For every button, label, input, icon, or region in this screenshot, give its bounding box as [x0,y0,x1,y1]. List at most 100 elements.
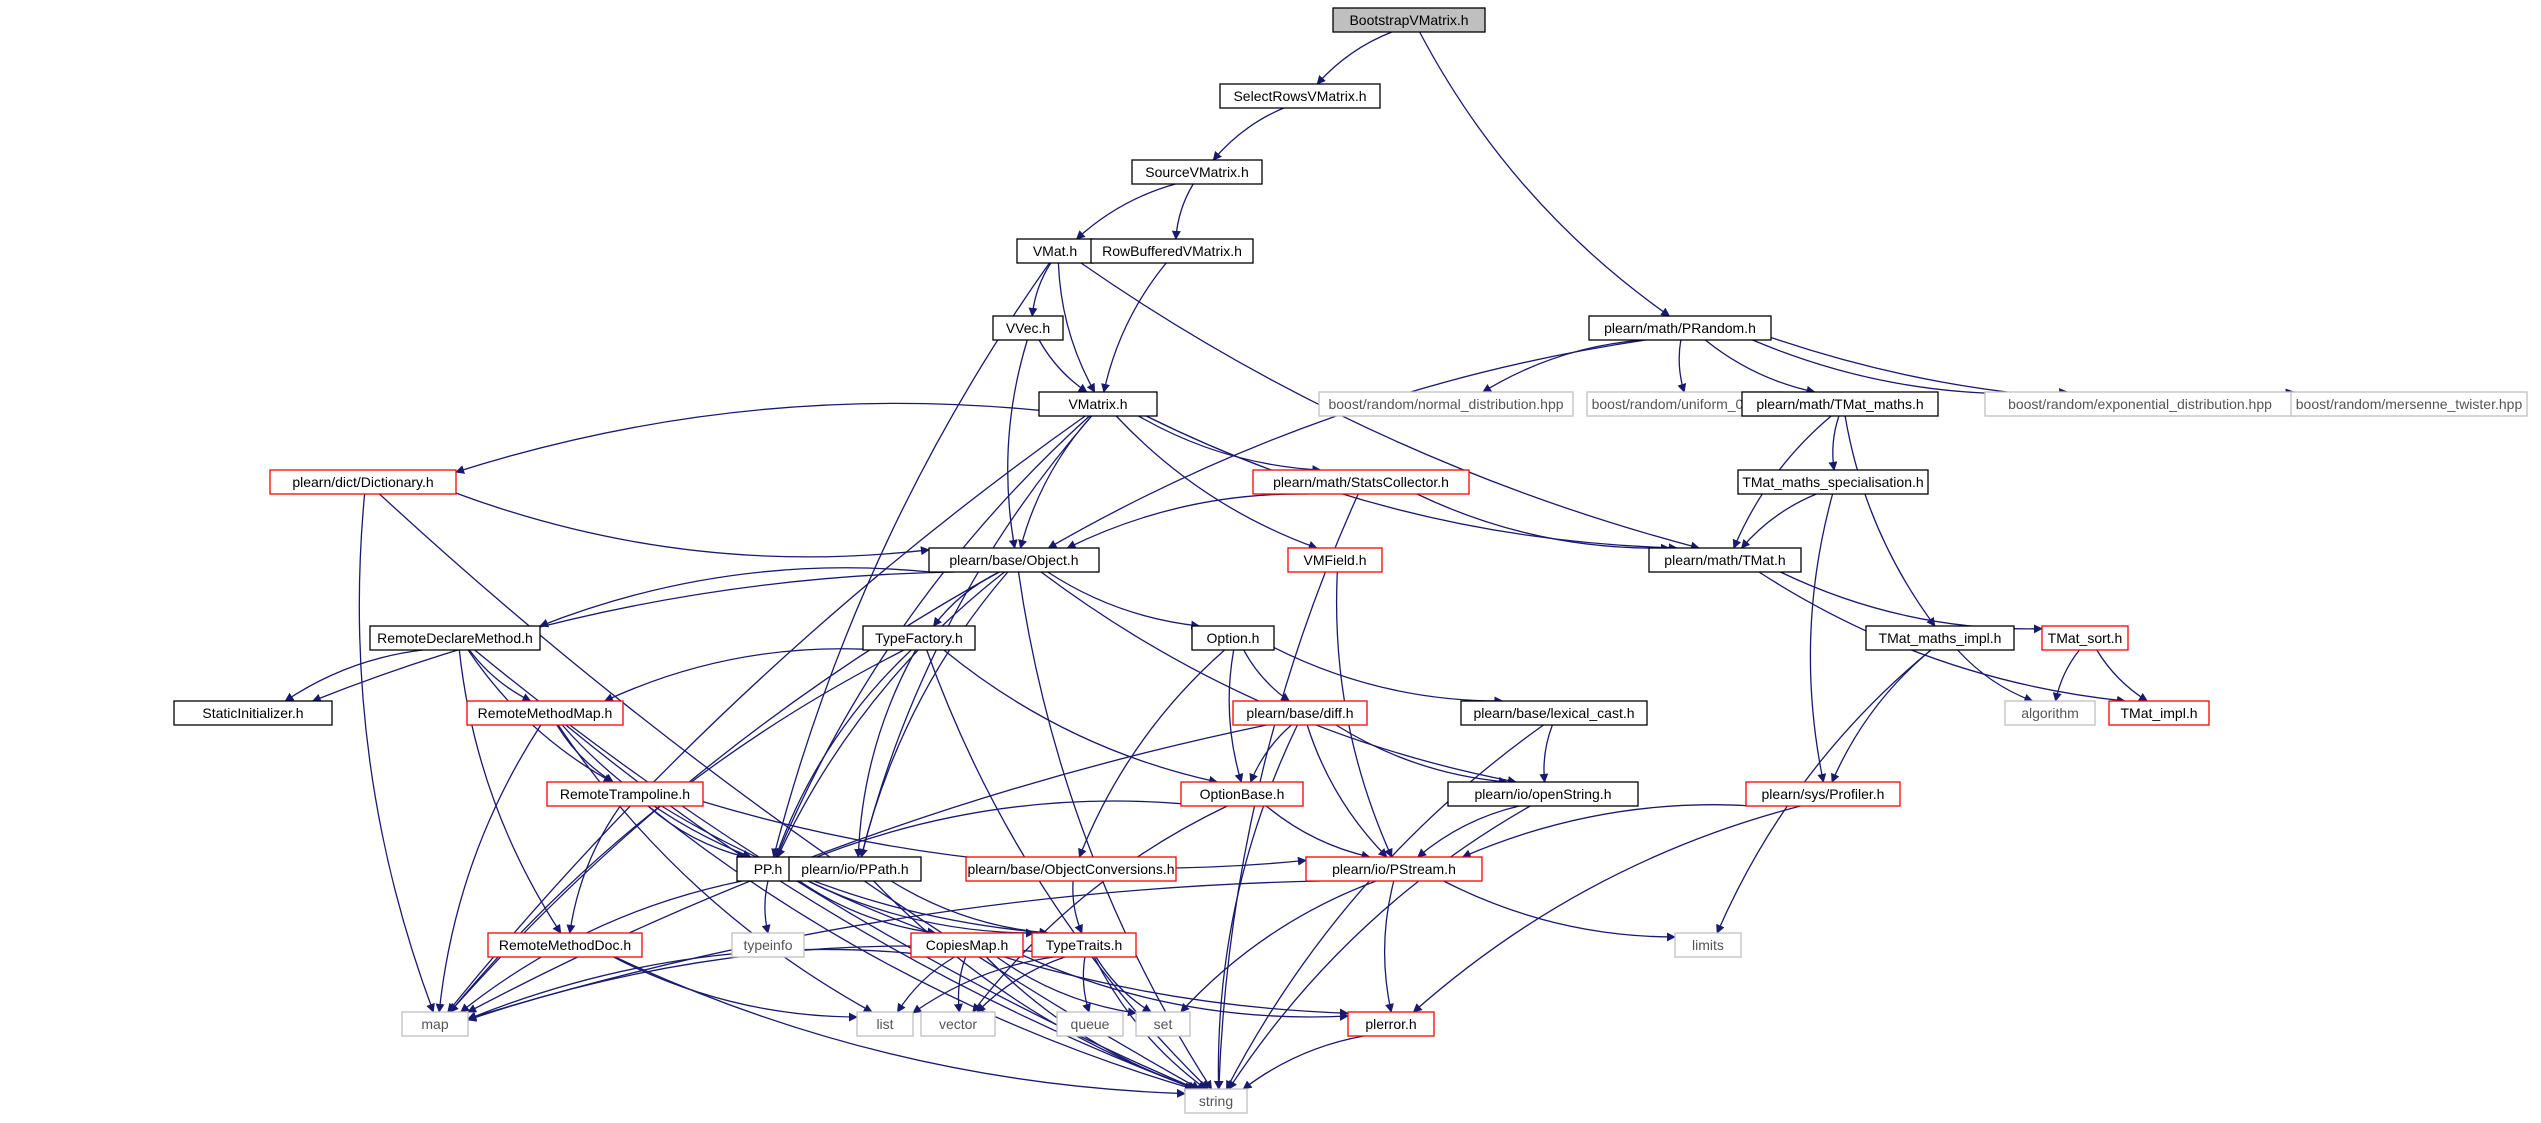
node-box [369,625,541,651]
node-staticinit[interactable]: StaticInitializer.h [173,700,333,726]
node-vmat[interactable]: VMat.h [1016,238,1094,264]
node-box [466,700,624,726]
edge-bootstrap-to-prandom [1419,31,1671,317]
node-object[interactable]: plearn/base/Object.h [928,547,1100,573]
node-tmatimplh[interactable]: TMat_maths_impl.h [1865,625,2015,651]
node-option[interactable]: Option.h [1191,625,1275,651]
node-dictionary[interactable]: plearn/dict/Dictionary.h [269,469,457,495]
edge-tmatsort-to-tmatimpl [2096,649,2148,702]
edge-tmatspec-to-profiler [1809,493,1834,783]
node-algorithm: algorithm [2004,700,2096,726]
node-ppath[interactable]: plearn/io/PPath.h [788,856,922,882]
edge-tmatsort-to-algorithm [2052,649,2080,702]
node-limits: limits [1674,932,1742,958]
edge-lexcast-to-openstring [1539,724,1554,783]
node-box [1332,7,1486,33]
node-profiler[interactable]: plearn/sys/Profiler.h [1745,781,1901,807]
edge-object-to-staticinit [311,571,955,703]
node-pstream[interactable]: plearn/io/PStream.h [1305,856,1483,882]
edge-object-to-ppath [858,571,1009,858]
node-vmfield[interactable]: VMField.h [1287,547,1383,573]
edge-remotemethodmap-to-map [435,724,542,1013]
node-label: plearn/base/ObjectConversions.h [967,861,1174,877]
edge-sourcevm-to-rowbuf [1171,183,1194,240]
node-box [910,932,1024,958]
node-box [992,315,1064,341]
node-prandom[interactable]: plearn/math/PRandom.h [1588,315,1772,341]
node-label: PP.h [754,861,783,877]
edge-objconv-to-typetraits [1072,880,1083,934]
node-typetraits[interactable]: TypeTraits.h [1031,932,1137,958]
edge-vmatrix-to-map [447,415,1086,1013]
edge-dictionary-to-object [455,492,930,558]
node-label: string [1199,1093,1233,1109]
edge-vmat-to-pp [771,262,1050,858]
node-lexcast[interactable]: plearn/base/lexical_cast.h [1460,700,1648,726]
node-remotetramp[interactable]: RemoteTrampoline.h [546,781,704,807]
node-statscoll[interactable]: plearn/math/StatsCollector.h [1252,469,1470,495]
edge-tmatmaths-to-tmatspec [1828,415,1840,471]
edge-remotedecl-to-string [474,649,1198,1090]
node-label: plearn/sys/Profiler.h [1762,786,1885,802]
node-vvec[interactable]: VVec.h [992,315,1064,341]
node-label: boost/random/exponential_distribution.hp… [2008,396,2272,412]
node-box [1318,391,1574,417]
node-remotedecl[interactable]: RemoteDeclareMethod.h [369,625,541,651]
node-objconv[interactable]: plearn/base/ObjectConversions.h [965,856,1177,882]
node-label: plearn/base/lexical_cast.h [1473,705,1634,721]
node-box [1180,781,1304,807]
edge-remotemethoddoc-to-list [613,956,858,1022]
node-label: map [421,1016,448,1032]
node-tmat[interactable]: plearn/math/TMat.h [1648,547,1802,573]
edge-diff-to-pstream [1306,724,1388,858]
node-selectrows[interactable]: SelectRowsVMatrix.h [1219,83,1381,109]
edge-tmatimplh-to-profiler [1831,649,1932,783]
node-label: set [1154,1016,1173,1032]
node-label: plearn/io/PPath.h [801,861,908,877]
edge-typetraits-to-list [912,956,1054,1014]
edge-object-to-option [1047,571,1201,630]
node-tmatmaths[interactable]: plearn/math/TMat_maths.h [1741,391,1939,417]
edge-remotemethodmap-to-list [557,724,873,1013]
node-vmatrix[interactable]: VMatrix.h [1038,391,1158,417]
edge-remotetramp-to-typetraits [661,805,1049,937]
node-label: RemoteMethodMap.h [478,705,613,721]
node-diff[interactable]: plearn/base/diff.h [1232,700,1368,726]
node-box [1219,83,1381,109]
node-label: TypeTraits.h [1046,937,1123,953]
edge-copiesmap-to-vector [953,956,967,1013]
node-mersenne: boost/random/mersenne_twister.hpp [2290,391,2528,417]
node-optionbase[interactable]: OptionBase.h [1180,781,1304,807]
edge-openstring-to-pstream [1417,805,1520,858]
edge-statscoll-to-object [1066,493,1308,549]
node-perror[interactable]: plerror.h [1347,1011,1435,1037]
node-box [173,700,333,726]
edge-pp-to-typeinfo [761,880,771,934]
node-label: StaticInitializer.h [202,705,303,721]
node-label: RemoteTrampoline.h [560,786,690,802]
edge-prandom-to-normdist [1482,339,1644,393]
node-remotemethoddoc[interactable]: RemoteMethodDoc.h [487,932,643,958]
node-box [862,625,976,651]
node-remotemethodmap[interactable]: RemoteMethodMap.h [466,700,624,726]
node-label: plearn/math/StatsCollector.h [1273,474,1449,490]
node-box [1305,856,1483,882]
node-openstring[interactable]: plearn/io/openString.h [1447,781,1639,807]
node-copiesmap[interactable]: CopiesMap.h [910,932,1024,958]
node-box [731,932,805,958]
node-label: SourceVMatrix.h [1145,164,1248,180]
node-bootstrap[interactable]: BootstrapVMatrix.h [1332,7,1486,33]
edge-prandom-to-uniform01 [1677,339,1687,393]
node-rowbuf[interactable]: RowBufferedVMatrix.h [1090,238,1254,264]
node-tmatspec[interactable]: TMat_maths_specialisation.h [1737,469,1929,495]
edge-ppath-to-string [873,880,1199,1091]
edge-profiler-to-pstream [1461,804,1755,858]
node-label: vector [939,1016,977,1032]
node-tmatsort[interactable]: TMat_sort.h [2041,625,2129,651]
node-label: limits [1692,937,1724,953]
node-sourcevm[interactable]: SourceVMatrix.h [1131,159,1263,185]
node-label: RowBufferedVMatrix.h [1102,243,1242,259]
node-tmatimpl[interactable]: TMat_impl.h [2108,700,2210,726]
node-typefactory[interactable]: TypeFactory.h [862,625,976,651]
edge-statscoll-to-tmat [1416,493,1670,553]
